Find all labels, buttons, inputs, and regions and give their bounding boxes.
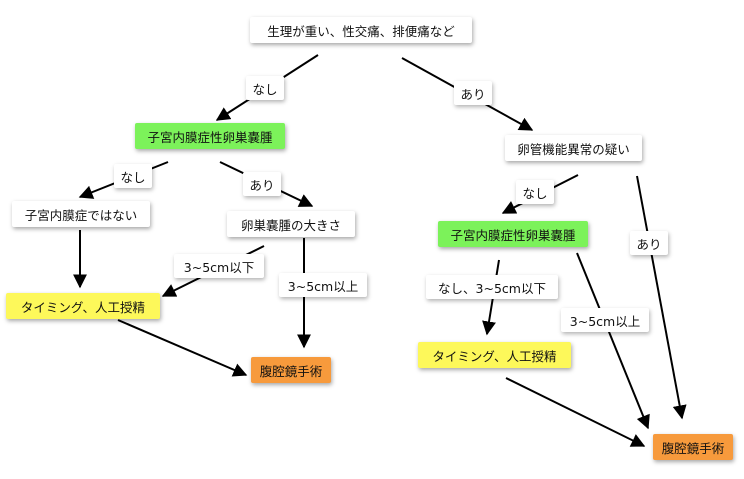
label-nashi-1: なし <box>246 76 284 100</box>
label-none-or-small-right: なし、3~5cm以下 <box>426 275 558 299</box>
node-timing-right: タイミング、人工授精 <box>418 342 571 368</box>
edge-timing-left-to-lap-left <box>117 319 248 377</box>
node-cyst-size: 卵巣嚢腫の大きさ <box>227 211 355 237</box>
node-not-endo: 子宮内膜症ではない <box>12 201 150 227</box>
node-tubal: 卵管機能異常の疑い <box>505 135 642 161</box>
label-ari-1: あり <box>454 81 492 105</box>
label-ari-3: あり <box>630 231 668 255</box>
label-nashi-3: なし <box>516 180 554 204</box>
edge-timing-right-to-lap-right <box>505 377 646 447</box>
label-large-right: 3~5cm以上 <box>561 308 649 332</box>
label-large-left: 3~5cm以上 <box>279 273 367 297</box>
node-lap-left: 腹腔鏡手術 <box>251 357 331 383</box>
node-timing-left: タイミング、人工授精 <box>6 293 160 319</box>
label-nashi-2: なし <box>114 164 152 188</box>
node-root: 生理が重い、性交痛、排便痛など <box>250 17 472 43</box>
edge-endo-right-to-lap-right <box>576 252 650 430</box>
label-small-left: 3~5cm以下 <box>174 254 264 278</box>
edge-tubal-to-lap-right <box>636 175 687 420</box>
node-lap-right: 腹腔鏡手術 <box>653 434 733 460</box>
label-ari-2: あり <box>243 172 281 196</box>
node-endo-right: 子宮内膜症性卵巣嚢腫 <box>438 221 588 247</box>
node-endo-left: 子宮内膜症性卵巣嚢腫 <box>135 123 285 149</box>
